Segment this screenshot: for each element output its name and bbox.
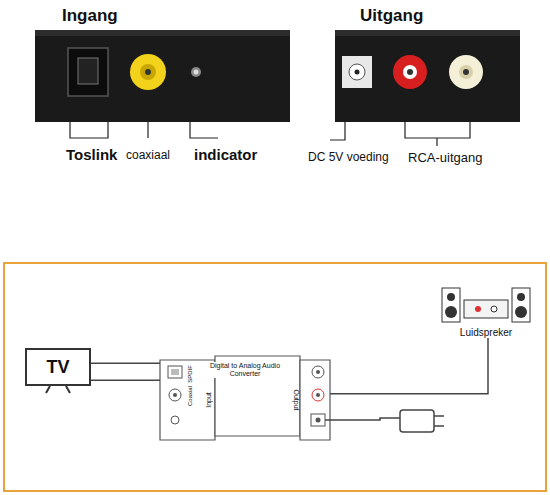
node-text: TV xyxy=(46,357,69,378)
label: Toslink xyxy=(66,146,117,163)
device-input-panel xyxy=(35,30,290,122)
converter-body xyxy=(160,356,330,440)
cable xyxy=(91,380,160,381)
label: SPDIF xyxy=(187,365,193,383)
label: Output xyxy=(293,389,300,410)
label: Ingang xyxy=(62,6,118,26)
node-text: Luidspreker xyxy=(460,327,512,339)
label: Input xyxy=(205,392,212,408)
converter-box: Digital to Analog Audio Converter xyxy=(160,356,330,440)
frame xyxy=(4,263,546,491)
label: indicator xyxy=(194,146,257,163)
label: DC 5V voeding xyxy=(308,150,389,164)
cable xyxy=(330,338,488,394)
tv-box: TV xyxy=(25,348,91,386)
rca-red xyxy=(393,55,427,89)
rca-white xyxy=(449,55,483,89)
device-output-panel xyxy=(335,30,520,122)
dc-jack xyxy=(342,56,372,88)
speaker-node: Luidspreker xyxy=(438,286,534,338)
label: RCA-uitgang xyxy=(408,150,482,165)
power-adapter xyxy=(400,410,434,432)
indicator-led xyxy=(191,67,201,77)
label: coaxiaal xyxy=(126,148,170,162)
toslink-port xyxy=(68,48,108,96)
speakers xyxy=(442,288,530,322)
cable xyxy=(91,363,160,364)
label: Coaxial xyxy=(187,386,193,406)
label: Uitgang xyxy=(360,6,423,26)
coax-port xyxy=(130,54,166,90)
node-text: Digital to Analog Audio Converter xyxy=(207,362,283,378)
